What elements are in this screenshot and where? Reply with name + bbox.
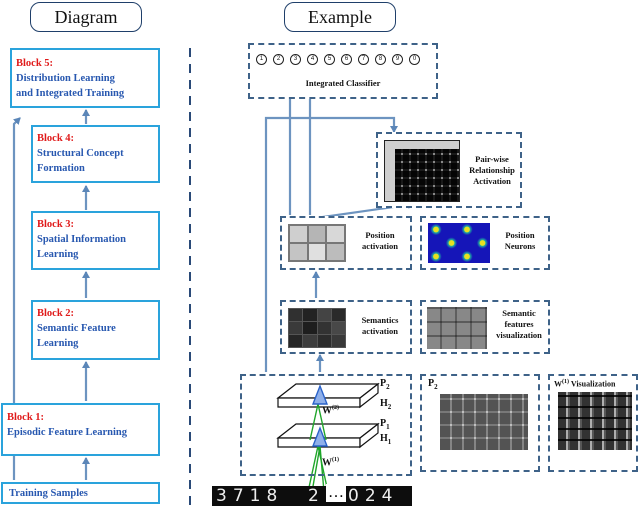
semantics-activation-label: Semantics activation	[348, 315, 412, 337]
w-visualization-image	[558, 392, 632, 450]
p2-panel-box: P2	[420, 374, 540, 472]
semantic-features-box: Semantic features visualization	[420, 300, 550, 354]
digit-strip-right: 024	[348, 486, 399, 506]
position-activation-line-1: Position	[365, 230, 395, 240]
neuron-cones	[311, 384, 329, 447]
position-neurons-line-1: Position	[505, 230, 535, 240]
block-5-title: Block 5:	[16, 58, 54, 69]
semantic-features-line-2: features	[504, 319, 534, 329]
block-4-line-2: Formation	[37, 163, 85, 174]
label-p1: P1	[380, 418, 390, 431]
block-2-line-2: Learning	[37, 338, 79, 349]
block-3-title: Block 3:	[37, 219, 75, 230]
label-h1: H1	[380, 433, 392, 446]
position-neurons-line-2: Neurons	[504, 241, 536, 251]
block-1-title: Block 1:	[7, 412, 45, 423]
classifier-digit: 4	[307, 54, 318, 65]
position-activation-line-2: activation	[362, 241, 398, 251]
layer-diagram	[276, 382, 380, 449]
semantic-features-line-3: visualization	[496, 330, 542, 340]
block-2-box: Block 2: Semantic Feature Learning	[31, 300, 160, 360]
digit-strip-mid: 2	[308, 486, 319, 506]
block-5-line-2: and Integrated Training	[16, 88, 125, 99]
position-activation-label: Position activation	[348, 230, 412, 252]
w-visualization-box: W(1) Visualization	[548, 374, 638, 472]
layer-p1-side	[359, 422, 379, 449]
layer-p2-side	[359, 382, 379, 409]
label-p2: P2	[380, 378, 390, 391]
block-3-line-1: Spatial Information	[37, 234, 126, 245]
classifier-digit: 9	[392, 54, 403, 65]
digit-strip-left: 3718	[216, 486, 284, 506]
digit-strip: 3718 2 … 024	[212, 484, 412, 506]
position-activation-image	[288, 224, 346, 262]
block-3-box: Block 3: Spatial Information Learning	[31, 211, 160, 270]
semantics-activation-image	[288, 308, 346, 348]
pairwise-label-line-2: Relationship	[469, 165, 515, 175]
example-header-text: Example	[308, 6, 372, 27]
semantic-features-image	[427, 307, 487, 349]
semantics-activation-box: Semantics activation	[280, 300, 412, 354]
diagram-header: Diagram	[30, 2, 142, 32]
label-h2: H2	[380, 398, 392, 411]
pairwise-label-line-3: Activation	[473, 176, 511, 186]
p2-panel-image	[440, 394, 528, 450]
position-activation-box: Position activation	[280, 216, 412, 270]
training-samples-label: Training Samples	[9, 487, 88, 499]
arrow-left-rise	[264, 116, 398, 372]
block-5-line-1: Distribution Learning	[16, 73, 115, 84]
block-5-box: Block 5: Distribution Learning and Integ…	[10, 48, 160, 108]
pairwise-box: Pair-wise Relationship Activation	[376, 132, 522, 208]
position-neurons-label: Position Neurons	[490, 230, 550, 252]
semantic-features-label: Semantic features visualization	[488, 308, 550, 341]
semantics-activation-line-1: Semantics	[361, 315, 399, 325]
block-4-box: Block 4: Structural Concept Formation	[31, 125, 160, 183]
classifier-digit: 0	[409, 54, 420, 65]
diagram-header-text: Diagram	[54, 6, 118, 27]
block-2-line-1: Semantic Feature	[37, 323, 116, 334]
training-samples-box: Training Samples	[1, 482, 160, 504]
block-1-line-1: Episodic Feature Learning	[7, 427, 127, 438]
classifier-digit: 7	[358, 54, 369, 65]
label-w2: W(2)	[322, 405, 339, 417]
block-3-line-2: Learning	[37, 249, 79, 260]
semantics-activation-line-2: activation	[362, 326, 398, 336]
classifier-digit: 8	[375, 54, 386, 65]
block-4-title: Block 4:	[37, 133, 75, 144]
block-4-line-1: Structural Concept	[37, 148, 124, 159]
classifier-digit: 3	[290, 54, 301, 65]
classifier-digit: 1	[256, 54, 267, 65]
classifier-digit: 2	[273, 54, 284, 65]
position-neurons-image	[428, 223, 490, 263]
example-header: Example	[284, 2, 396, 32]
pairwise-matrix-cells	[395, 149, 459, 201]
label-w1: W(1)	[322, 457, 339, 469]
block-1-box: Block 1: Episodic Feature Learning	[1, 403, 160, 456]
w-visualization-label: W(1) Visualization	[554, 379, 616, 389]
pairwise-label-line-1: Pair-wise	[475, 154, 509, 164]
pairwise-label: Pair-wise Relationship Activation	[462, 154, 522, 187]
classifier-label: Integrated Classifier	[305, 78, 381, 88]
digit-strip-ellipsis: …	[326, 484, 346, 502]
position-neurons-box: Position Neurons	[420, 216, 550, 270]
classifier-digit: 6	[341, 54, 352, 65]
semantic-features-line-1: Semantic	[502, 308, 536, 318]
block-2-title: Block 2:	[37, 308, 75, 319]
arrow-skip-left	[12, 117, 21, 480]
classifier-digit: 5	[324, 54, 335, 65]
p2-panel-label: P2	[428, 378, 438, 391]
hierarchy-box	[240, 374, 412, 476]
pairwise-matrix-image	[384, 140, 460, 202]
